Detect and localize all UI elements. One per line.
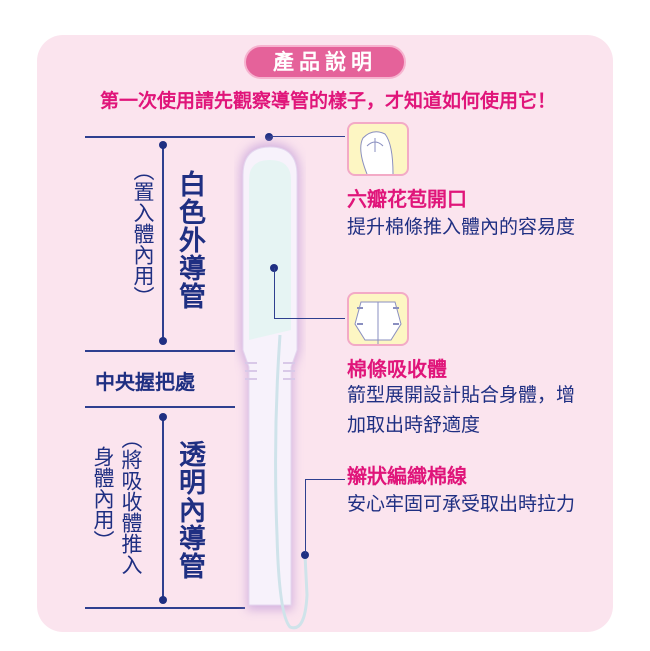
inner-tube-note: （將吸收體推入 <box>119 428 143 575</box>
divider-line <box>85 136 255 138</box>
subtitle: 第一次使用請先觀察導管的樣子，才知道如何使用它！ <box>99 90 556 112</box>
outer-tube-label: 白色外導管 <box>174 170 205 310</box>
pointer-dot <box>265 133 273 141</box>
feature-desc-core: 箭型展開設計貼合身體，增加取出時舒適度 <box>347 384 576 436</box>
divider-line <box>85 607 245 609</box>
feature-desc-tip: 提升棉條推入體內的容易度 <box>347 216 576 238</box>
connector-line <box>274 268 275 319</box>
string <box>274 334 309 630</box>
absorbent-core <box>249 160 291 340</box>
connector-line <box>305 479 306 554</box>
background-panel <box>37 35 613 632</box>
connector-line <box>274 318 345 319</box>
inner-tube-label: 透明內導管 <box>174 440 205 580</box>
bracket-dot <box>159 413 167 421</box>
tampon-illustration <box>240 143 309 630</box>
six-petal-tip-icon <box>347 122 409 176</box>
inner-tube-note-2: 身體內用） <box>91 446 115 551</box>
divider-line <box>85 350 235 352</box>
bracket-line <box>162 418 164 600</box>
bracket-line <box>162 145 164 340</box>
pointer-dot <box>301 551 309 559</box>
connector-line <box>305 479 345 480</box>
feature-title-tip: 六瓣花苞開口 <box>347 187 467 211</box>
feature-title-core: 棉條吸收體 <box>347 357 447 381</box>
absorbent-core-icon <box>347 292 409 346</box>
bracket-dot <box>159 337 167 345</box>
bracket-dot <box>159 141 167 149</box>
page-title: 產品說明 <box>244 45 406 79</box>
feature-desc-string: 安心牢固可承受取出時拉力 <box>347 493 576 515</box>
feature-title-string: 辮狀編織棉線 <box>347 464 467 488</box>
bracket-dot <box>159 596 167 604</box>
divider-line <box>85 406 235 408</box>
connector-line <box>270 136 345 137</box>
outer-tube-note: （置入體內用） <box>131 160 155 307</box>
grip-label: 中央握把處 <box>95 370 195 394</box>
